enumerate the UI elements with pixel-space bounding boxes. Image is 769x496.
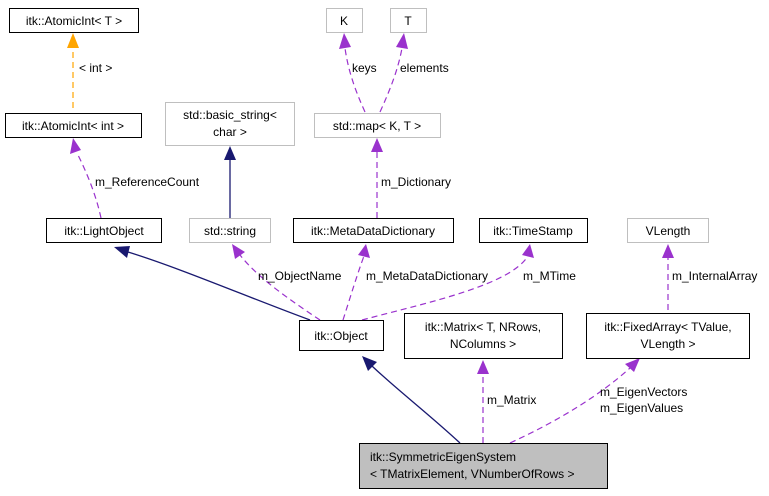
edge-inherit-lightobject [114,246,311,321]
node-k[interactable]: K [326,8,363,33]
node-metadata-dictionary[interactable]: itk::MetaDataDictionary [293,218,454,243]
edge-dictionary: m_Dictionary [371,138,451,218]
node-label: std::string [204,224,256,238]
edge-label-metadata-dictionary: m_MetaDataDictionary [366,269,488,283]
node-std-map[interactable]: std::map< K, T > [314,113,441,138]
node-atomic-int-t[interactable]: itk::AtomicInt< T > [9,8,139,33]
edge-reference-count: m_ReferenceCount [70,138,200,219]
node-label: itk::Matrix< T, NRows, [425,320,541,334]
edge-label-int: < int > [79,61,112,75]
edge-matrix: m_Matrix [477,360,536,443]
edge-elements: elements [379,33,449,113]
edge-label-object-name: m_ObjectName [258,269,342,283]
edge-template-int: < int > [67,33,112,108]
edge-eigen: m_EigenVectors m_EigenValues [509,358,687,444]
edge-keys: keys [339,33,377,113]
node-label: std::map< K, T > [333,119,421,133]
node-label: std::basic_string< [183,108,277,122]
edge-mtime: m_MTime [361,244,576,321]
edge-metadata-dictionary: m_MetaDataDictionary [342,244,488,321]
node-label: itk::AtomicInt< int > [22,119,124,133]
edge-label-elements: elements [400,61,449,75]
node-label: itk::AtomicInt< T > [26,14,122,28]
node-basic-string[interactable]: std::basic_string< char > [165,102,295,146]
edge-inherit-object [362,356,461,444]
node-fixed-array[interactable]: itk::FixedArray< TValue, VLength > [586,313,750,359]
edge-label-mtime: m_MTime [523,269,576,283]
node-label: T [404,14,412,28]
edge-label-internal-array: m_InternalArray [672,269,757,283]
edge-label-eigen-vectors: m_EigenVectors [600,385,687,399]
node-std-string[interactable]: std::string [189,218,271,243]
node-label: itk::Object [314,329,368,343]
node-label: VLength [646,224,691,238]
node-label: itk::TimeStamp [493,224,573,238]
node-t[interactable]: T [390,8,427,33]
edge-internal-array: m_InternalArray [662,244,757,310]
node-matrix[interactable]: itk::Matrix< T, NRows, NColumns > [404,313,563,359]
node-label: itk::MetaDataDictionary [311,224,435,238]
edge-label-dictionary: m_Dictionary [381,175,451,189]
node-symmetric-eigen-system[interactable]: itk::SymmetricEigenSystem < TMatrixEleme… [359,443,608,489]
node-label: < TMatrixElement, VNumberOfRows > [370,467,575,481]
node-light-object[interactable]: itk::LightObject [46,218,162,243]
node-vlength[interactable]: VLength [627,218,709,243]
node-label: itk::SymmetricEigenSystem [370,450,516,464]
node-timestamp[interactable]: itk::TimeStamp [479,218,588,243]
edge-inherit-string [224,146,236,218]
edge-object-name: m_ObjectName [232,244,342,321]
edge-label-eigen-values: m_EigenValues [600,401,683,415]
node-label: K [340,14,348,28]
edge-label-reference-count: m_ReferenceCount [95,175,200,189]
edge-label-keys: keys [352,61,377,75]
node-label: NColumns > [450,337,516,351]
node-object[interactable]: itk::Object [299,320,384,351]
node-label: itk::FixedArray< TValue, [604,320,731,334]
node-label: VLength > [640,337,695,351]
edge-label-matrix: m_Matrix [487,393,536,407]
node-label: itk::LightObject [64,224,144,238]
node-label: char > [213,125,247,139]
node-atomic-int-int[interactable]: itk::AtomicInt< int > [5,113,142,138]
